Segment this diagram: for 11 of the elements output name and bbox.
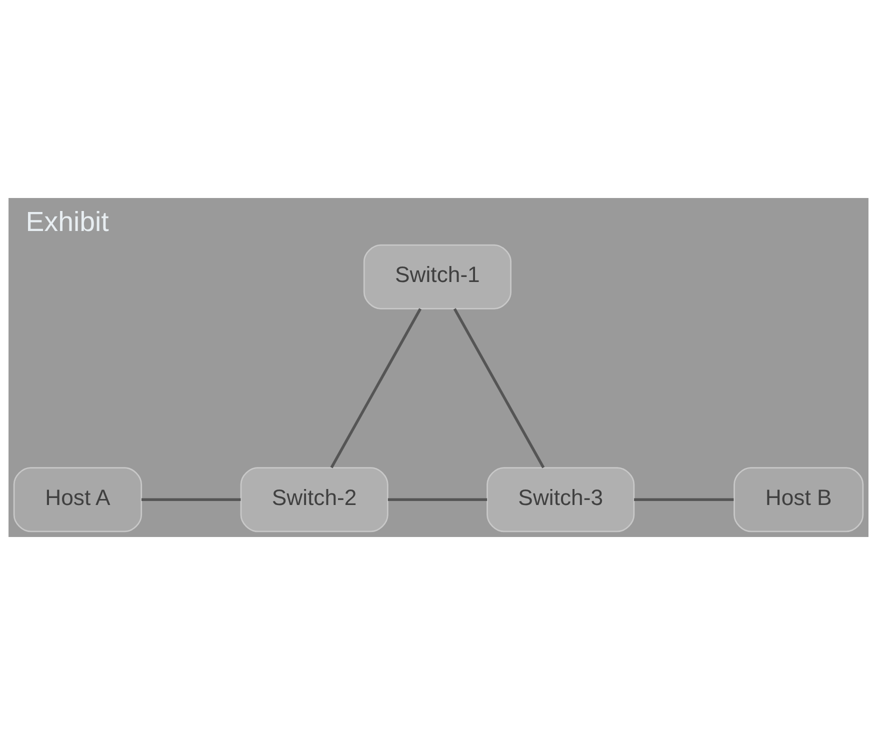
connector	[634, 498, 734, 501]
connector	[388, 498, 488, 501]
connector	[453, 308, 545, 468]
connector	[141, 498, 241, 501]
node-box: Switch-1	[363, 244, 512, 309]
node-box: Host A	[13, 466, 142, 532]
node-box: Switch-3	[486, 466, 635, 532]
node-box: Switch-2	[240, 466, 388, 532]
diagram-title: Exhibit	[26, 206, 109, 237]
node-box: Host B	[734, 466, 864, 532]
connector	[330, 308, 422, 468]
